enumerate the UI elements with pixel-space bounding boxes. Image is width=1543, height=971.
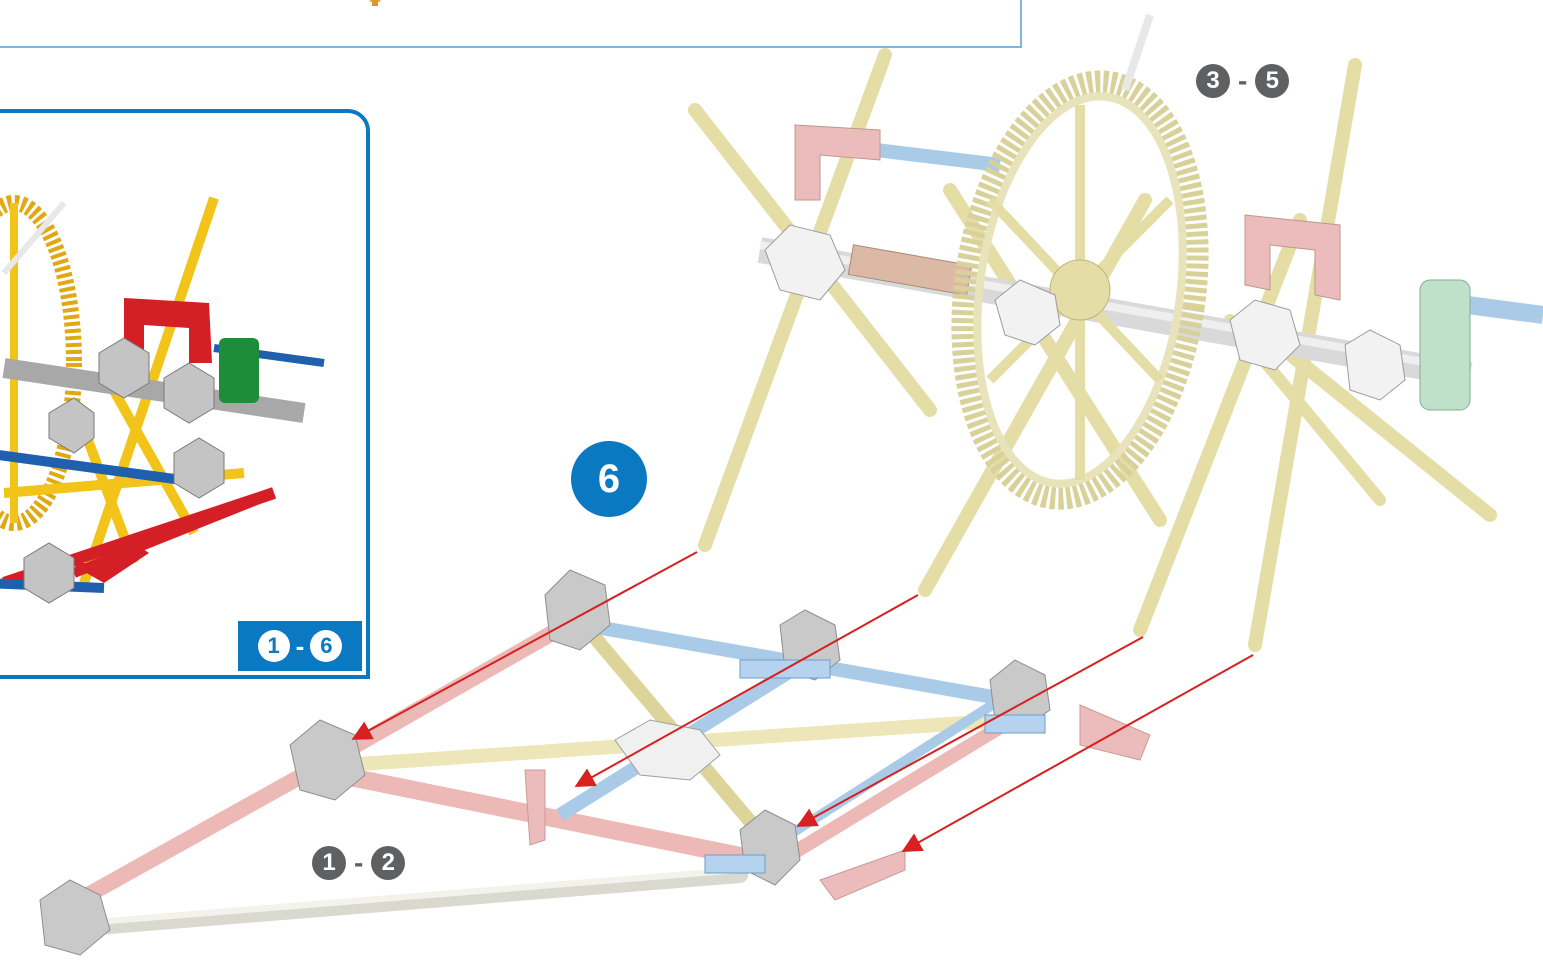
small-part-icon [369, 0, 381, 6]
lower-parts-label: 1 - 2 [312, 846, 406, 880]
range-tag-sep: - [295, 630, 305, 661]
upper-label-from: 3 [1196, 64, 1230, 98]
tag-background [938, 621, 1362, 671]
upper-assembly [688, 13, 1543, 652]
lower-label-to: 2 [371, 846, 406, 880]
placement-arrows [351, 551, 1254, 852]
upper-label-to: 5 [1255, 64, 1290, 98]
range-tag-from: 1 [257, 630, 290, 662]
previous-step-panel [0, 0, 1022, 48]
lower-label-from: 1 [312, 846, 346, 880]
range-tag-to: 6 [310, 630, 343, 662]
upper-parts-label: 3 - 5 [1196, 64, 1290, 98]
step-number-badge: 6 [571, 441, 647, 517]
base-frame [39, 569, 1151, 956]
preview-inset [0, 109, 370, 679]
range-tag-box: 1 - 6 [238, 621, 362, 671]
inset-step-range-tag [938, 621, 1362, 671]
preview-model-illustration [0, 195, 325, 604]
lower-label-sep: - [354, 847, 364, 878]
upper-label-sep: - [1238, 65, 1248, 96]
